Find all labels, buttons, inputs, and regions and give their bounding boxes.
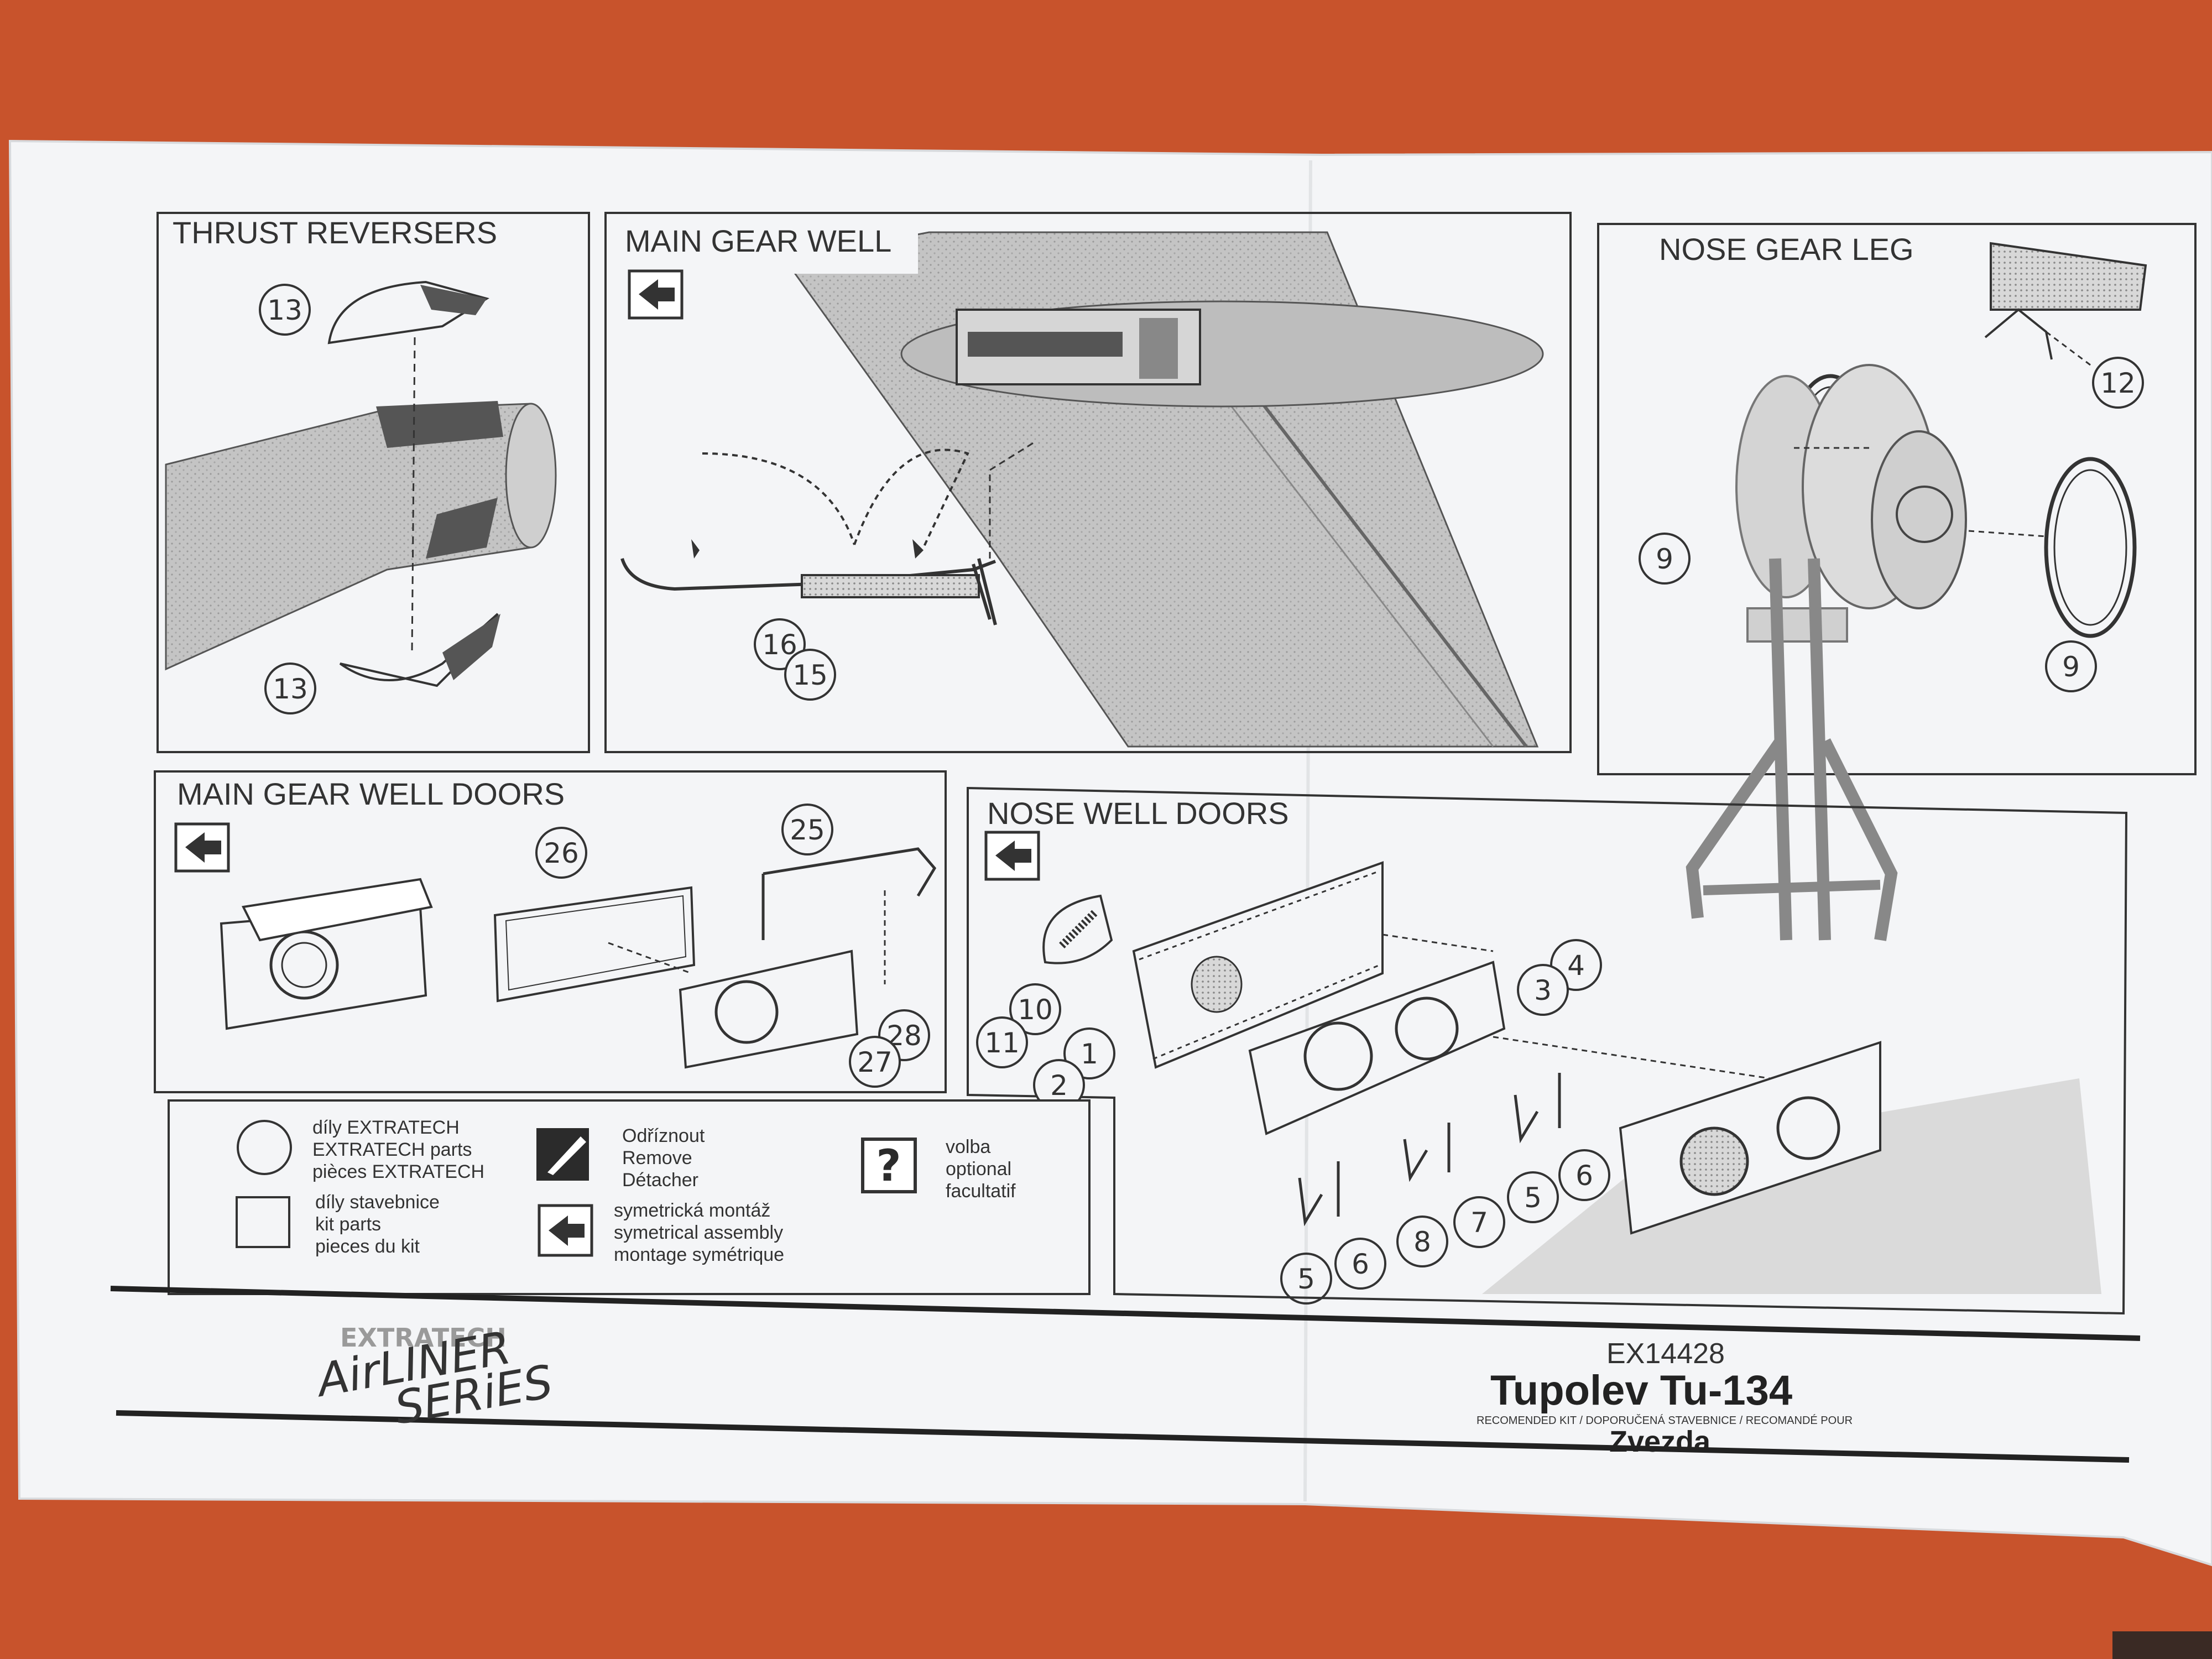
part-number: 9	[2045, 640, 2097, 692]
svg-text:13: 13	[267, 294, 302, 326]
svg-text:10: 10	[1018, 994, 1053, 1026]
panel-title: NOSE GEAR LEG	[1659, 232, 1914, 267]
svg-text:25: 25	[790, 814, 825, 846]
kit-code: EX14428	[1606, 1338, 1725, 1370]
knife-icon	[536, 1128, 589, 1181]
svg-text:8: 8	[1413, 1226, 1431, 1258]
part-number: 8	[1396, 1215, 1448, 1267]
symmetric-assembly-icon	[174, 822, 230, 873]
extratech-part-symbol	[237, 1120, 292, 1175]
svg-text:pièces EXTRATECH: pièces EXTRATECH	[312, 1161, 484, 1182]
panel-nose-well-doors: NOSE WELL DOORS 4	[967, 786, 2128, 1315]
svg-text:26: 26	[544, 837, 579, 869]
svg-text:9: 9	[1656, 543, 1673, 575]
panel-title: THRUST REVERSERS	[173, 215, 497, 250]
panel-title: NOSE WELL DOORS	[987, 796, 1289, 831]
svg-text:Remove: Remove	[622, 1147, 692, 1168]
part-number: 13	[264, 662, 316, 714]
recommended-kit-label: RECOMENDED KIT / DOPORUČENÁ STAVEBNICE /…	[1477, 1414, 1853, 1427]
part-number: 3	[1517, 964, 1569, 1016]
part-number: 27	[849, 1036, 901, 1088]
svg-text:Odříznout: Odříznout	[622, 1125, 705, 1146]
part-number: 4	[1550, 939, 1602, 991]
panel-nose-gear-leg: NOSE GEAR LEG 12 9 9	[1597, 223, 2197, 941]
symmetric-assembly-icon	[538, 1204, 593, 1257]
svg-text:27: 27	[857, 1046, 893, 1078]
svg-text:1: 1	[1081, 1038, 1098, 1070]
svg-text:pieces du kit: pieces du kit	[315, 1236, 420, 1257]
part-number: 2	[1033, 1059, 1085, 1111]
panel-main-gear-well: MAIN GEAR WELL 16 15	[604, 212, 1572, 753]
svg-text:facultatif: facultatif	[946, 1181, 1016, 1202]
svg-text:díly stavebnice: díly stavebnice	[315, 1192, 440, 1213]
part-number: 15	[784, 649, 836, 701]
svg-text:2: 2	[1050, 1070, 1068, 1102]
part-number: 5	[1507, 1171, 1559, 1223]
svg-text:montage symétrique: montage symétrique	[614, 1244, 784, 1265]
panel-thrust-reversers: THRUST REVERSERS 13 13	[156, 212, 590, 753]
svg-text:12: 12	[2100, 367, 2136, 399]
svg-text:kit parts: kit parts	[315, 1214, 381, 1235]
svg-text:optional: optional	[946, 1159, 1011, 1180]
svg-text:15: 15	[792, 659, 828, 691]
question-mark-icon: ?	[861, 1138, 917, 1193]
svg-text:5: 5	[1297, 1263, 1315, 1295]
svg-text:13: 13	[273, 673, 308, 705]
legend-box: díly EXTRATECH EXTRATECH parts pièces EX…	[168, 1099, 1091, 1295]
svg-text:4: 4	[1567, 950, 1585, 982]
svg-text:Détacher: Détacher	[622, 1170, 698, 1191]
svg-text:volba: volba	[946, 1136, 990, 1157]
svg-text:3: 3	[1534, 974, 1552, 1006]
svg-text:EXTRATECH: EXTRATECH	[340, 1323, 507, 1353]
part-number: 6	[1558, 1149, 1610, 1201]
part-number: 26	[535, 827, 587, 879]
svg-text:díly EXTRATECH: díly EXTRATECH	[312, 1117, 460, 1138]
kit-title: Tupolev Tu-134	[1490, 1367, 1792, 1414]
part-number: 25	[781, 804, 833, 855]
kit-maker: Zvezda	[1609, 1425, 1711, 1458]
svg-text:9: 9	[2062, 651, 2080, 683]
svg-text:symetrical assembly: symetrical assembly	[614, 1222, 783, 1243]
svg-text:6: 6	[1352, 1248, 1369, 1280]
part-number: 11	[976, 1016, 1028, 1068]
part-number: 12	[2092, 357, 2144, 409]
svg-text:symetrická montáž: symetrická montáž	[614, 1200, 770, 1221]
panel-title: MAIN GEAR WELL	[625, 223, 891, 258]
footer: EXTRATECH AirLINER SERiES EX14428 Tupole…	[110, 1286, 2141, 1463]
part-number: 9	[1639, 533, 1691, 585]
svg-text:EXTRATECH parts: EXTRATECH parts	[312, 1139, 472, 1160]
symmetric-assembly-icon	[984, 831, 1040, 881]
part-number: 6	[1334, 1238, 1386, 1290]
svg-text:6: 6	[1575, 1160, 1593, 1192]
svg-text:?: ?	[876, 1141, 901, 1191]
part-number: 13	[259, 284, 311, 336]
panel-main-gear-well-doors: MAIN GEAR WELL DOORS 26 25 28	[154, 770, 947, 1093]
part-number: 16	[754, 618, 806, 670]
svg-text:11: 11	[984, 1027, 1020, 1059]
part-number: 1	[1063, 1027, 1115, 1079]
part-number: 5	[1280, 1253, 1332, 1305]
brand-logo: EXTRATECH AirLINER SERiES	[311, 1322, 557, 1435]
svg-text:16: 16	[762, 629, 797, 661]
panel-title: MAIN GEAR WELL DOORS	[177, 776, 565, 811]
kit-part-symbol	[236, 1196, 290, 1248]
part-number: 10	[1009, 983, 1061, 1035]
svg-text:7: 7	[1470, 1207, 1488, 1239]
svg-text:5: 5	[1524, 1182, 1542, 1214]
symmetric-assembly-icon	[628, 269, 684, 320]
part-number: 7	[1453, 1196, 1505, 1248]
